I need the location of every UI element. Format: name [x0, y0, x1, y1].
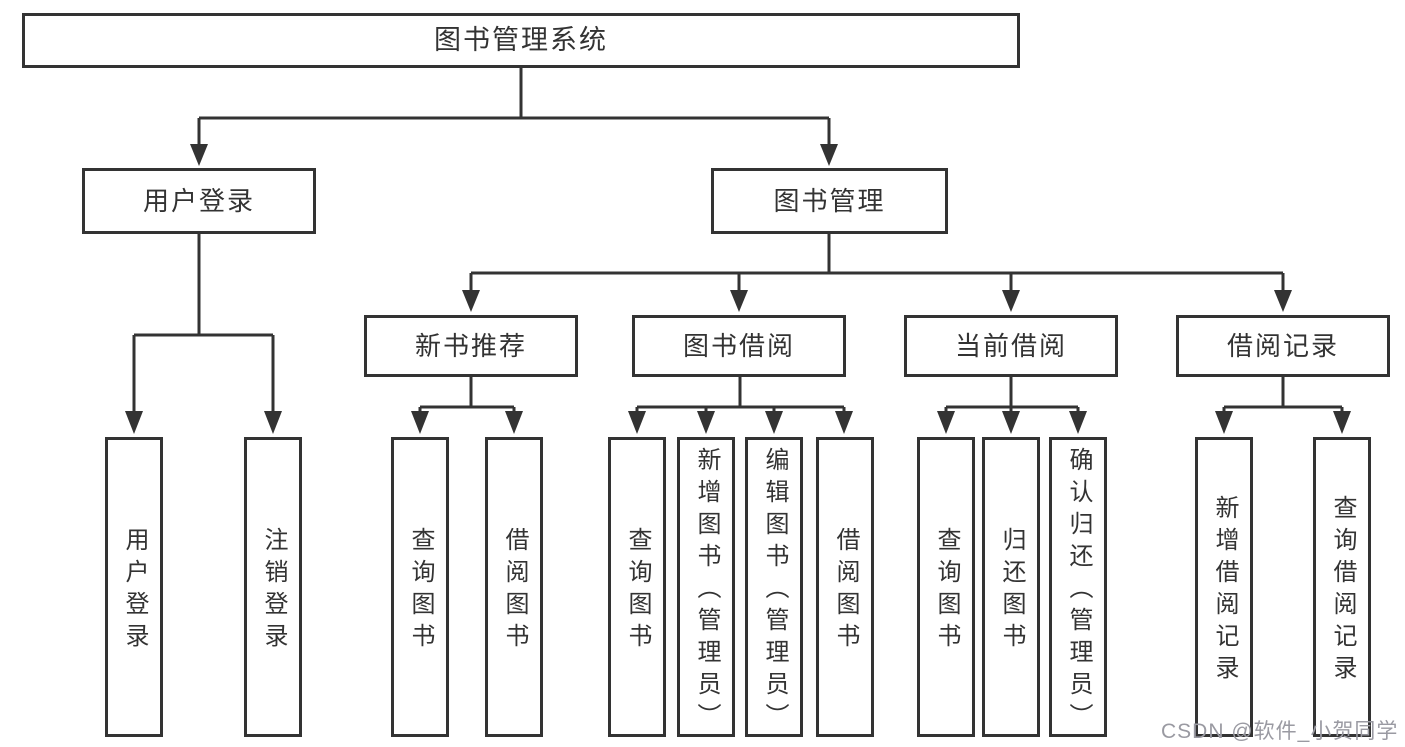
arrowhead — [835, 411, 853, 434]
leaf-label: 归还图书 — [998, 527, 1025, 655]
leaf-logout-login: 注销登录 — [244, 437, 302, 737]
leaf-label: 查询图书 — [407, 527, 434, 655]
leaf-borrow-book: 借阅图书 — [816, 437, 874, 737]
arrowhead — [1215, 411, 1233, 434]
leaf-label: 确认归还（管理员） — [1065, 447, 1092, 735]
leaf-query-book-borrow: 查询图书 — [608, 437, 666, 737]
connector-book-borrow-to-leaves — [635, 377, 846, 415]
arrowhead — [628, 411, 646, 434]
arrowhead — [1002, 411, 1020, 434]
leaf-label: 用户登录 — [121, 527, 148, 655]
arrowhead — [765, 411, 783, 434]
connector-borrow-record-to-leaves — [1222, 377, 1344, 415]
node-book-management: 图书管理 — [711, 168, 948, 234]
node-borrow-record: 借阅记录 — [1176, 315, 1390, 377]
leaf-label: 借阅图书 — [501, 527, 528, 655]
leaf-borrow-book-recommend: 借阅图书 — [485, 437, 543, 737]
arrowhead — [411, 411, 429, 434]
arrowhead — [1333, 411, 1351, 434]
leaf-label: 查询图书 — [624, 527, 651, 655]
arrowhead — [820, 144, 838, 166]
arrowhead — [264, 411, 282, 434]
arrowhead — [1274, 290, 1292, 312]
node-user-login: 用户登录 — [82, 168, 316, 234]
arrowhead — [1002, 290, 1020, 312]
node-book-borrow: 图书借阅 — [632, 315, 846, 377]
connector-user-login-to-leaves — [132, 234, 275, 413]
leaf-label: 新增借阅记录 — [1211, 495, 1238, 687]
arrowhead — [937, 411, 955, 434]
leaf-label: 新增图书（管理员） — [693, 447, 720, 735]
leaf-label: 查询借阅记录 — [1329, 495, 1356, 687]
leaf-query-book-recommend: 查询图书 — [391, 437, 449, 737]
arrowhead — [190, 144, 208, 166]
node-root-library-system: 图书管理系统 — [22, 13, 1020, 68]
leaf-label: 查询图书 — [933, 527, 960, 655]
connector-current-borrow-to-leaves — [944, 377, 1080, 415]
arrowhead — [505, 411, 523, 434]
leaf-label: 借阅图书 — [832, 527, 859, 655]
connector-new-book-to-leaves — [418, 377, 516, 415]
csdn-watermark: CSDN @软件_小贺同学 — [1161, 720, 1399, 743]
leaf-user-login: 用户登录 — [105, 437, 163, 737]
connector-book-management-to-level3 — [469, 234, 1285, 292]
leaf-confirm-return-admin: 确认归还（管理员） — [1049, 437, 1107, 737]
leaf-label: 注销登录 — [260, 527, 287, 655]
arrowhead — [125, 411, 143, 434]
leaf-label: 编辑图书（管理员） — [761, 447, 788, 735]
leaf-query-book-current: 查询图书 — [917, 437, 975, 737]
arrowhead — [462, 290, 480, 312]
arrowheads — [125, 144, 1351, 434]
arrowhead — [730, 290, 748, 312]
leaf-add-book-admin: 新增图书（管理员） — [677, 437, 735, 737]
connector-root-to-level2 — [197, 68, 831, 145]
leaf-edit-book-admin: 编辑图书（管理员） — [745, 437, 803, 737]
leaf-return-book: 归还图书 — [982, 437, 1040, 737]
node-current-borrow: 当前借阅 — [904, 315, 1118, 377]
arrowhead — [1069, 411, 1087, 434]
leaf-add-borrow-record: 新增借阅记录 — [1195, 437, 1253, 737]
leaf-query-borrow-record: 查询借阅记录 — [1313, 437, 1371, 737]
arrowhead — [697, 411, 715, 434]
node-new-book-recommend: 新书推荐 — [364, 315, 578, 377]
